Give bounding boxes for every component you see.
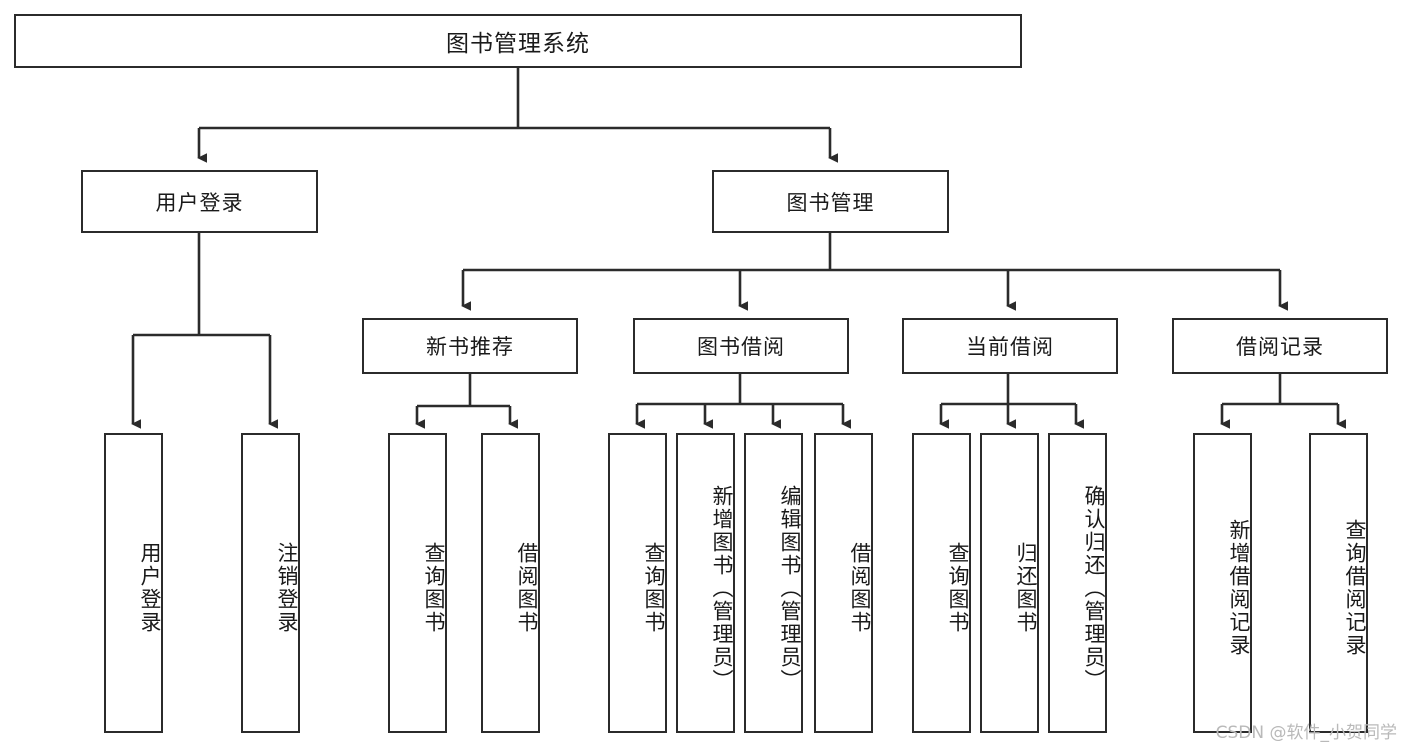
node-user-login-label: 用户登录	[155, 190, 244, 215]
node-leaf-add-record[interactable]: 新增借阅记录	[1193, 433, 1252, 733]
node-leaf-add-book[interactable]: 新增图书（管理员）	[676, 433, 735, 733]
node-book-manage-label: 图书管理	[786, 190, 875, 215]
node-current-borrow[interactable]: 当前借阅	[902, 318, 1118, 374]
node-leaf-add-record-label: 新增借阅记录	[1227, 519, 1251, 657]
node-leaf-user-login[interactable]: 用户登录	[104, 433, 163, 733]
node-leaf-confirm-return-label: 确认归还（管理员）	[1082, 484, 1106, 692]
node-user-login[interactable]: 用户登录	[81, 170, 318, 233]
node-leaf-add-book-label: 新增图书（管理员）	[710, 484, 734, 692]
node-leaf-query-book-3[interactable]: 查询图书	[912, 433, 971, 733]
node-book-manage[interactable]: 图书管理	[712, 170, 949, 233]
node-root[interactable]: 图书管理系统	[14, 14, 1022, 68]
node-new-book-recommend[interactable]: 新书推荐	[362, 318, 578, 374]
node-leaf-edit-book-label: 编辑图书（管理员）	[778, 484, 802, 692]
node-leaf-confirm-return[interactable]: 确认归还（管理员）	[1048, 433, 1107, 733]
node-root-label: 图书管理系统	[446, 31, 590, 57]
node-current-borrow-label: 当前借阅	[966, 335, 1054, 359]
node-leaf-query-book-3-label: 查询图书	[946, 542, 970, 634]
node-leaf-user-login-label: 用户登录	[138, 542, 162, 634]
node-leaf-borrow-book-1-label: 借阅图书	[515, 542, 539, 634]
node-leaf-borrow-book-2-label: 借阅图书	[848, 542, 872, 634]
node-leaf-edit-book[interactable]: 编辑图书（管理员）	[744, 433, 803, 733]
node-leaf-borrow-book-2[interactable]: 借阅图书	[814, 433, 873, 733]
node-leaf-query-record[interactable]: 查询借阅记录	[1309, 433, 1368, 733]
node-leaf-return-book-label: 归还图书	[1014, 542, 1038, 634]
node-leaf-return-book[interactable]: 归还图书	[980, 433, 1039, 733]
node-leaf-query-book-1[interactable]: 查询图书	[388, 433, 447, 733]
node-leaf-query-record-label: 查询借阅记录	[1343, 519, 1367, 657]
node-leaf-borrow-book-1[interactable]: 借阅图书	[481, 433, 540, 733]
node-book-borrow[interactable]: 图书借阅	[633, 318, 849, 374]
node-leaf-query-book-2[interactable]: 查询图书	[608, 433, 667, 733]
node-leaf-query-book-2-label: 查询图书	[642, 542, 666, 634]
node-leaf-query-book-1-label: 查询图书	[422, 542, 446, 634]
csdn-watermark: CSDN @软件_小贺同学	[1215, 723, 1397, 743]
node-borrow-record[interactable]: 借阅记录	[1172, 318, 1388, 374]
node-leaf-logout-login[interactable]: 注销登录	[241, 433, 300, 733]
node-new-book-recommend-label: 新书推荐	[426, 335, 514, 359]
node-book-borrow-label: 图书借阅	[697, 335, 785, 359]
node-borrow-record-label: 借阅记录	[1236, 335, 1324, 359]
node-leaf-logout-login-label: 注销登录	[275, 542, 299, 634]
